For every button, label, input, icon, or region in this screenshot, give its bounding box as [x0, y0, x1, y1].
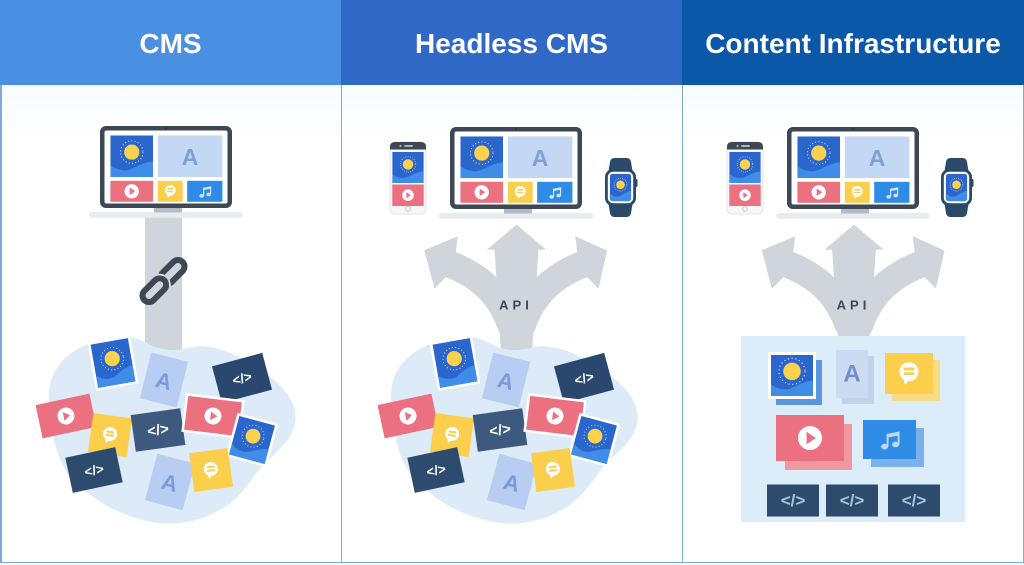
svg-text:A: A	[159, 469, 181, 497]
svg-text:A: A	[869, 145, 886, 171]
svg-text:A: A	[501, 469, 523, 497]
svg-text:A: A	[843, 361, 860, 388]
svg-text:</>: </>	[573, 369, 596, 389]
svg-text:</>: </>	[781, 491, 806, 510]
svg-text:</>: </>	[902, 491, 927, 510]
svg-text:A: A	[495, 367, 517, 395]
svg-text:</>: </>	[425, 461, 447, 480]
svg-text:API: API	[837, 298, 871, 313]
svg-text:</>: </>	[488, 421, 512, 441]
svg-text:</>: </>	[83, 461, 105, 480]
svg-text:</>: </>	[146, 421, 170, 441]
svg-text:API: API	[499, 298, 533, 313]
svg-text:</>: </>	[840, 491, 865, 510]
svg-text:A: A	[153, 367, 175, 395]
svg-text:A: A	[532, 145, 549, 171]
svg-text:A: A	[182, 144, 199, 170]
svg-text:</>: </>	[231, 369, 254, 389]
